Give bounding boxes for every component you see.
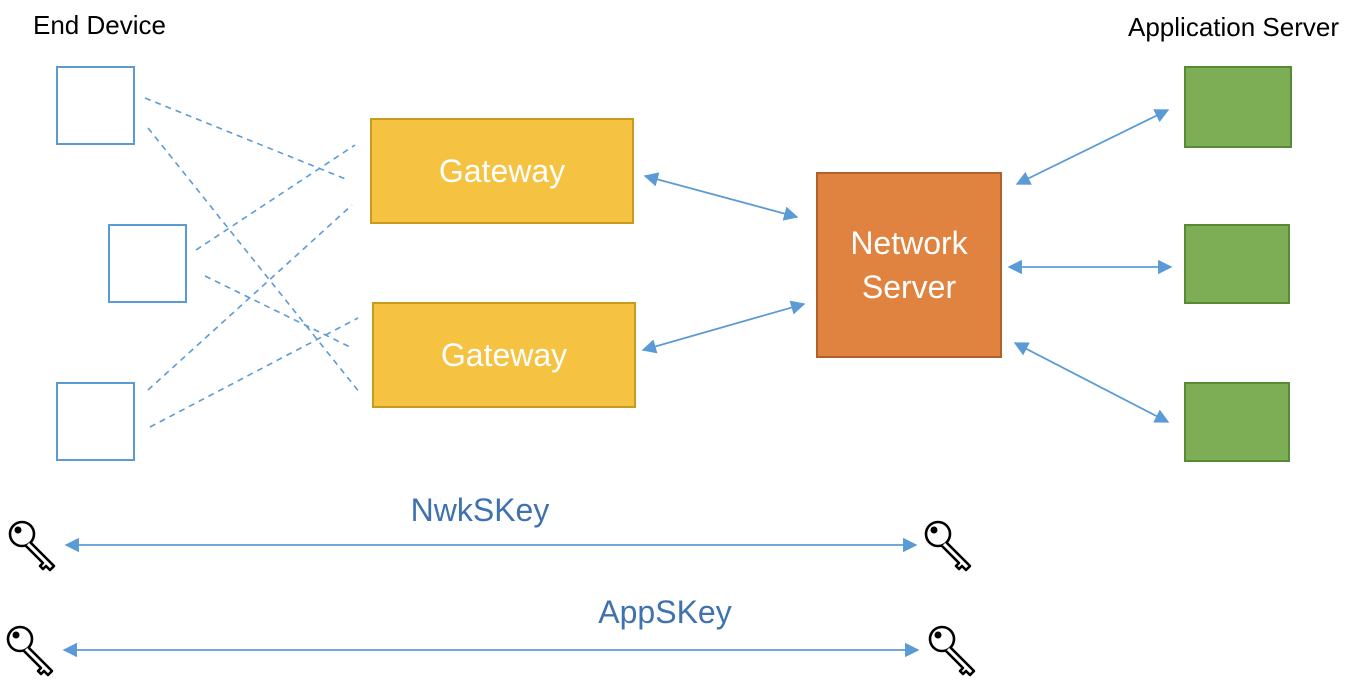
backhaul-arrows (62, 109, 1173, 658)
application-server-box (1184, 224, 1290, 304)
gateway-link-arrow (643, 172, 799, 221)
app-link-arrow (1013, 342, 1170, 423)
gateway-label: Gateway (438, 152, 566, 189)
radio-link (147, 127, 361, 394)
radio-link (195, 144, 356, 251)
network-server-label-line1: Network (850, 225, 968, 261)
end-device-box (56, 382, 135, 461)
radio-link (204, 275, 353, 349)
application-server-title: Application Server (1128, 12, 1339, 42)
nwkskey-label: NwkSKey (410, 492, 550, 528)
end-device-box (108, 224, 187, 303)
network-server-label-line2: Server (861, 269, 957, 305)
app-link-arrow (1015, 109, 1170, 185)
gateway-box: Gateway (372, 302, 636, 408)
radio-links (144, 97, 361, 428)
network-server-box: Network Server (816, 172, 1002, 358)
end-device-title: End Device (33, 10, 166, 40)
key-icon (8, 520, 56, 572)
radio-link (149, 317, 359, 428)
gateway-link-arrow (641, 300, 806, 354)
radio-link (147, 204, 353, 391)
key-icon (6, 625, 54, 677)
appskey-label: AppSKey (598, 594, 732, 630)
key-icon (924, 520, 972, 572)
end-device-box (56, 66, 135, 145)
key-icon (928, 625, 976, 677)
application-server-box (1184, 66, 1292, 148)
application-server-box (1184, 382, 1290, 462)
gateway-label: Gateway (440, 336, 568, 373)
gateway-box: Gateway (370, 118, 634, 224)
radio-link (144, 97, 349, 181)
